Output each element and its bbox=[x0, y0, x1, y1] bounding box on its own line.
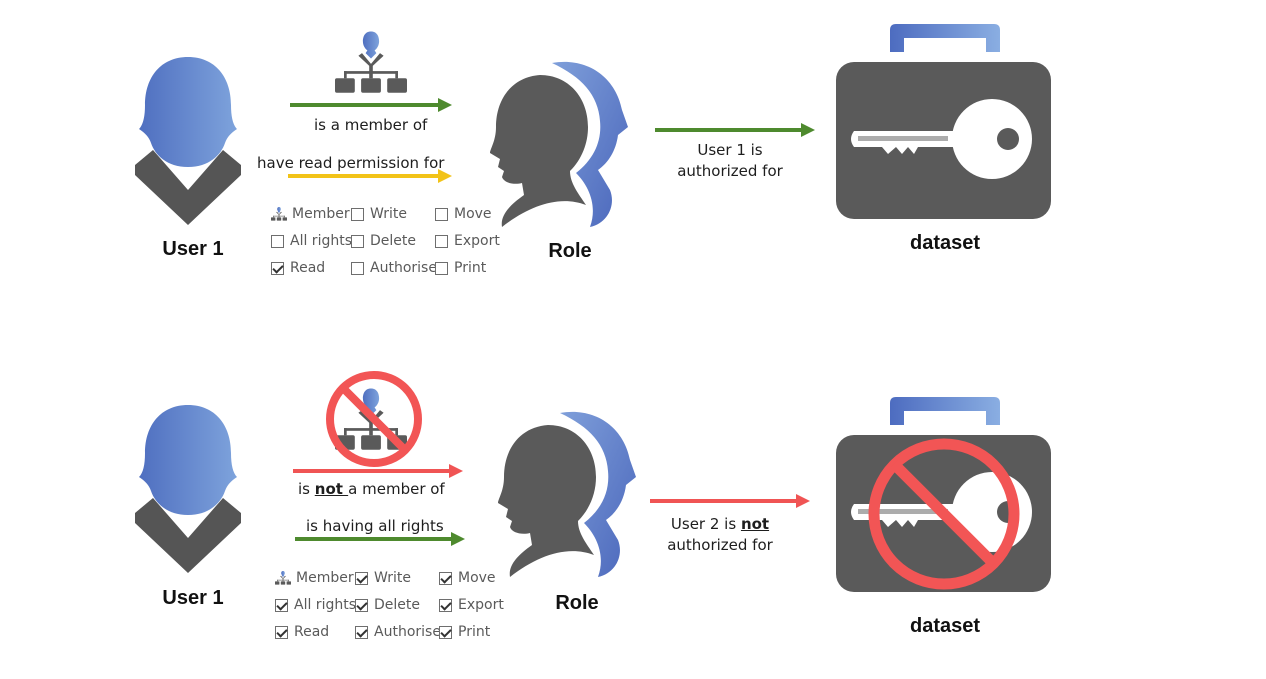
permission-label: Write bbox=[370, 206, 407, 222]
permission-write: Write bbox=[355, 570, 411, 586]
permission-label: Move bbox=[458, 570, 496, 586]
not-member-arrow bbox=[293, 464, 463, 478]
prohibited-icon bbox=[326, 371, 422, 467]
user-icon bbox=[133, 403, 243, 573]
permission-export: Export bbox=[435, 233, 500, 249]
permission-member: Member bbox=[275, 570, 354, 586]
permission-label: Write bbox=[374, 570, 411, 586]
permission-label: Read bbox=[294, 624, 330, 640]
user-label: User 1 bbox=[162, 587, 224, 609]
not-authorized-line2: authorized for bbox=[667, 536, 773, 554]
checkbox[interactable] bbox=[351, 234, 364, 248]
checkbox[interactable] bbox=[439, 625, 452, 639]
permission-read: Read bbox=[275, 624, 329, 640]
checkbox[interactable] bbox=[439, 571, 452, 585]
permission-label: Authorise bbox=[374, 624, 441, 640]
prohibited-icon bbox=[868, 438, 1020, 590]
checkbox[interactable] bbox=[351, 207, 364, 221]
user-label: User 1 bbox=[162, 238, 224, 260]
checkbox[interactable] bbox=[355, 571, 368, 585]
member-arrow bbox=[290, 98, 452, 112]
all-rights-caption: is having all rights bbox=[306, 517, 444, 535]
not-member-caption: is not a member of bbox=[298, 480, 445, 498]
org-chart-icon bbox=[271, 207, 287, 221]
role-icon bbox=[498, 405, 638, 585]
permission-label: All rights bbox=[294, 597, 356, 613]
checkbox[interactable] bbox=[435, 207, 448, 221]
all-rights-arrow bbox=[295, 532, 465, 546]
not-member-emphasis: not bbox=[314, 480, 349, 498]
not-member-suffix: a member of bbox=[348, 480, 445, 498]
permission-print: Print bbox=[439, 624, 490, 640]
checkbox[interactable] bbox=[439, 598, 452, 612]
checkbox[interactable] bbox=[435, 234, 448, 248]
checkbox[interactable] bbox=[275, 625, 288, 639]
checkbox[interactable] bbox=[355, 625, 368, 639]
not-authorized-prefix: User 2 is bbox=[670, 515, 741, 533]
checkbox[interactable] bbox=[271, 234, 284, 248]
authorized-caption: User 1 is authorized for bbox=[660, 140, 800, 182]
user-icon bbox=[133, 55, 243, 225]
dataset-label: dataset bbox=[909, 232, 981, 254]
not-authorized-arrow bbox=[650, 494, 810, 508]
permission-all-rights: All rights bbox=[271, 233, 352, 249]
permission-caption: have read permission for bbox=[257, 154, 445, 172]
permission-read: Read bbox=[271, 260, 325, 276]
permission-label: Member bbox=[296, 570, 354, 586]
permission-label: Authorise bbox=[370, 260, 437, 276]
authorized-line1: User 1 is bbox=[697, 141, 763, 159]
checkbox[interactable] bbox=[271, 261, 284, 275]
permission-label: Read bbox=[290, 260, 326, 276]
permission-label: Export bbox=[454, 233, 500, 249]
org-chart-icon bbox=[275, 571, 291, 585]
checkbox[interactable] bbox=[355, 598, 368, 612]
role-icon bbox=[490, 55, 630, 235]
permission-authorise: Authorise bbox=[351, 260, 437, 276]
permission-label: Member bbox=[292, 206, 350, 222]
permission-all-rights: All rights bbox=[275, 597, 356, 613]
permission-print: Print bbox=[435, 260, 486, 276]
checkbox[interactable] bbox=[275, 598, 288, 612]
permission-label: Delete bbox=[370, 233, 416, 249]
not-authorized-emphasis: not bbox=[740, 515, 770, 533]
dataset-icon bbox=[836, 24, 1051, 219]
permission-label: Export bbox=[458, 597, 504, 613]
authorized-line2: authorized for bbox=[677, 162, 783, 180]
org-chart-icon bbox=[335, 28, 407, 98]
permission-export: Export bbox=[439, 597, 504, 613]
permission-label: Move bbox=[454, 206, 492, 222]
permission-move: Move bbox=[439, 570, 496, 586]
permission-label: Delete bbox=[374, 597, 420, 613]
permission-delete: Delete bbox=[355, 597, 420, 613]
checkbox[interactable] bbox=[351, 261, 364, 275]
permission-authorise: Authorise bbox=[355, 624, 441, 640]
role-label: Role bbox=[548, 240, 592, 262]
dataset-label: dataset bbox=[909, 615, 981, 637]
checkbox[interactable] bbox=[435, 261, 448, 275]
not-authorized-caption: User 2 is not authorized for bbox=[650, 514, 790, 556]
permission-write: Write bbox=[351, 206, 407, 222]
role-label: Role bbox=[555, 592, 599, 614]
permission-move: Move bbox=[435, 206, 492, 222]
permission-arrow bbox=[288, 169, 452, 183]
permission-label: All rights bbox=[290, 233, 352, 249]
permission-label: Print bbox=[454, 260, 487, 276]
not-member-prefix: is bbox=[298, 480, 315, 498]
permission-label: Print bbox=[458, 624, 491, 640]
authorized-arrow bbox=[655, 123, 815, 137]
member-caption: is a member of bbox=[314, 116, 428, 134]
permission-delete: Delete bbox=[351, 233, 416, 249]
permission-member: Member bbox=[271, 206, 350, 222]
